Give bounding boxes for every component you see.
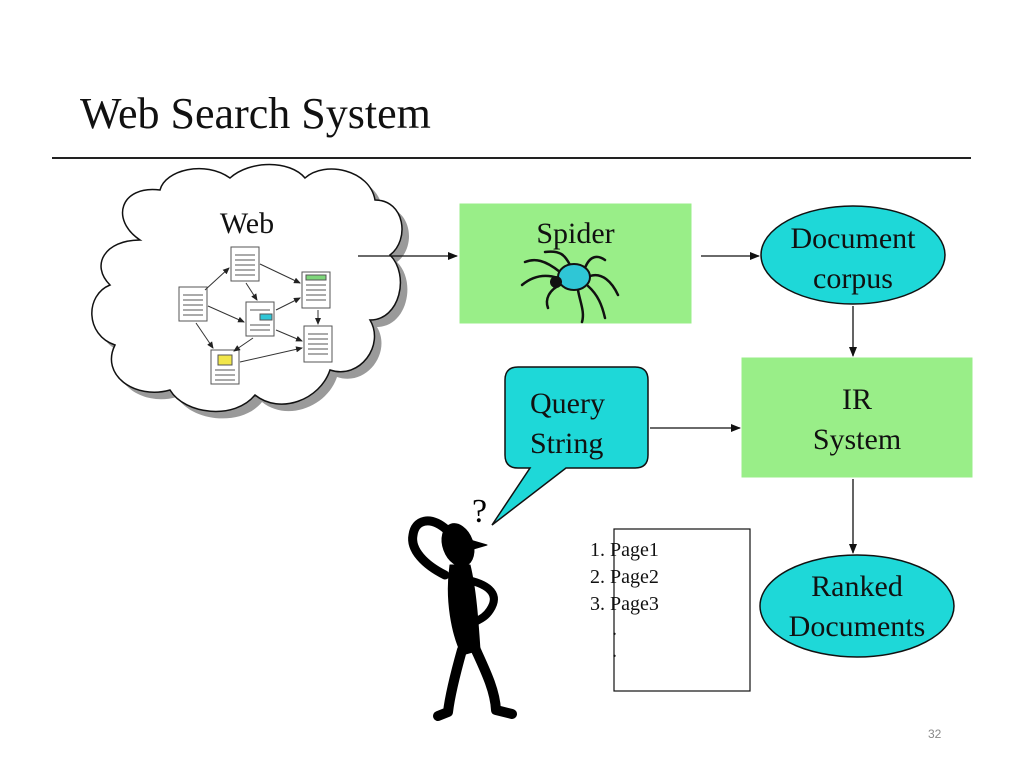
document-corpus-line2: corpus bbox=[813, 262, 893, 295]
flow-arrows bbox=[358, 252, 857, 554]
web-links bbox=[195, 263, 321, 363]
web-page-icon bbox=[303, 325, 333, 363]
list-item: 3. Page3 bbox=[590, 593, 659, 615]
document-corpus-label: Document corpus bbox=[761, 219, 945, 299]
spider-label: Spider bbox=[536, 217, 615, 250]
list-item: 1. Page1 bbox=[590, 539, 659, 561]
web-cloud bbox=[91, 163, 409, 419]
document-corpus-line1: Document bbox=[790, 222, 916, 255]
ir-system-label: IR System bbox=[742, 380, 972, 460]
query-bubble bbox=[491, 366, 649, 526]
ranked-documents-line1: Ranked bbox=[811, 570, 903, 603]
query-string-label: Query String bbox=[505, 384, 639, 464]
ir-system-line2: System bbox=[812, 423, 902, 456]
results-page bbox=[613, 528, 751, 692]
page-title: Web Search System bbox=[80, 89, 431, 138]
results-continuation: . . bbox=[612, 618, 617, 662]
list-item: 2. Page2 bbox=[590, 566, 659, 588]
thinking-person-figure bbox=[408, 516, 517, 721]
ranked-documents-label: Ranked Documents bbox=[760, 567, 954, 647]
web-page-icon bbox=[301, 271, 331, 309]
query-string-line2: String bbox=[530, 427, 604, 460]
spider-icon bbox=[520, 250, 620, 324]
ranked-documents-node bbox=[759, 554, 955, 658]
query-string-line1: Query bbox=[530, 387, 605, 420]
web-page-icon bbox=[178, 286, 208, 322]
ranked-documents-line2: Documents bbox=[788, 610, 926, 643]
page-number: 32 bbox=[928, 727, 942, 741]
web-page-icon bbox=[230, 246, 260, 282]
question-mark: ? bbox=[472, 493, 487, 530]
document-corpus-node bbox=[760, 205, 946, 305]
web-page-icon bbox=[210, 349, 240, 385]
web-page-icon bbox=[245, 301, 275, 337]
web-cloud-label: Web bbox=[219, 207, 275, 240]
results-list: 1. Page1 2. Page2 3. Page3 bbox=[590, 537, 659, 618]
ir-system-box bbox=[741, 357, 973, 478]
title-divider bbox=[52, 157, 971, 159]
ir-system-line1: IR bbox=[842, 383, 872, 416]
